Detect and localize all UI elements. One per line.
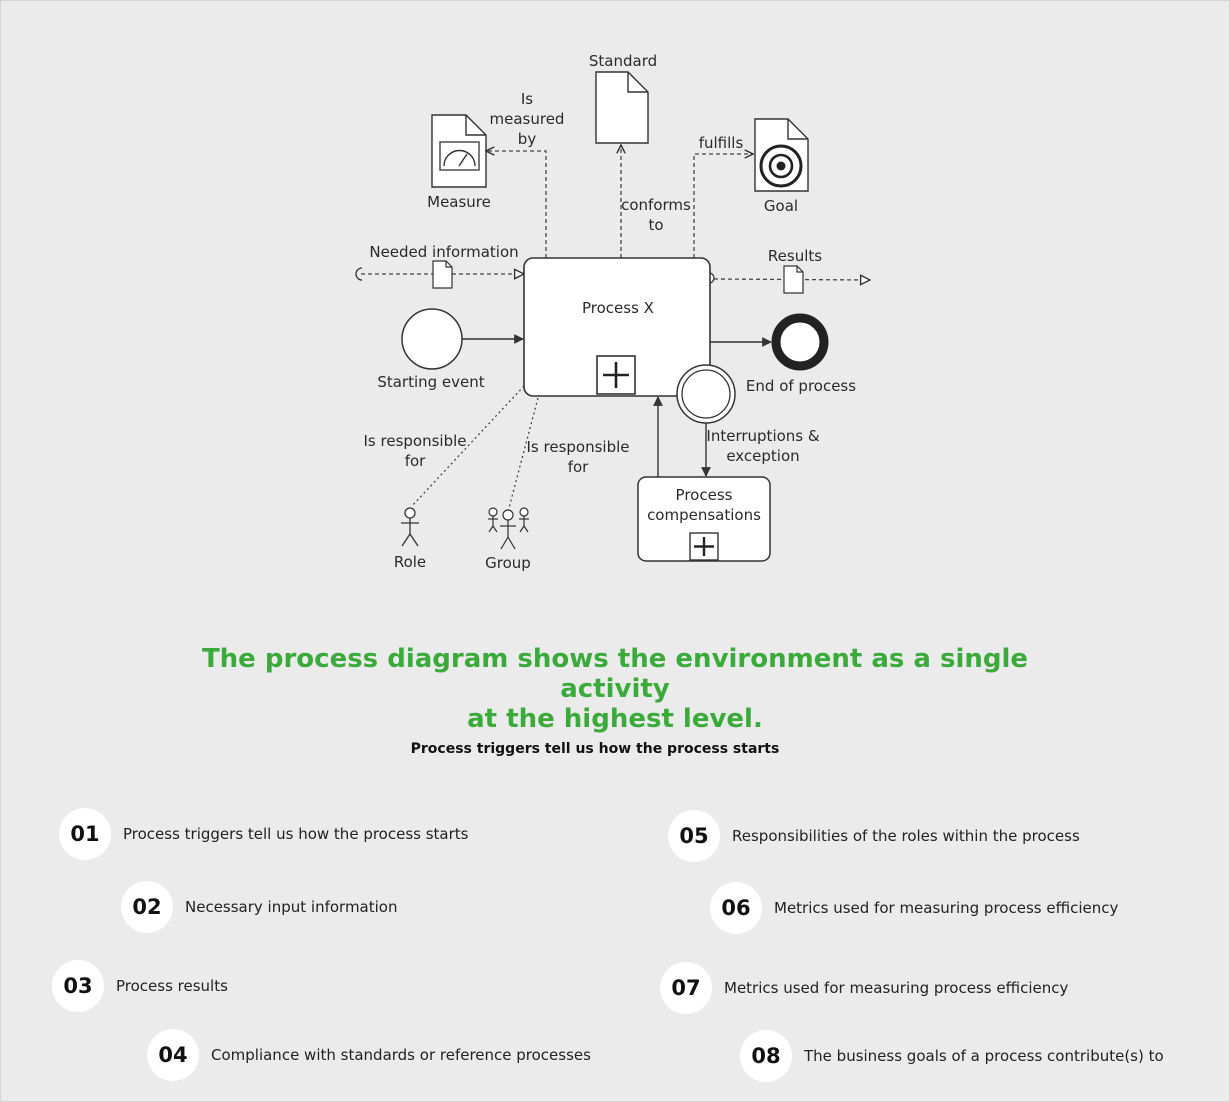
needed-information-document-icon <box>432 260 453 289</box>
number-badge: 01 <box>59 808 111 860</box>
list-item-05: 05 Responsibilities of the roles within … <box>668 810 1080 862</box>
list-item-08: 08 The business goals of a process contr… <box>740 1030 1164 1082</box>
process-x-label: Process X <box>582 299 654 317</box>
standard-label: Standard <box>589 52 657 70</box>
group-responsibility-line1: Is responsible <box>527 438 630 456</box>
is-measured-by-line2: measured <box>490 110 565 128</box>
number-badge: 08 <box>740 1030 792 1082</box>
interruptions-line2: exception <box>726 447 799 465</box>
measure-label: Measure <box>427 193 491 211</box>
list-item-text: Responsibilities of the roles within the… <box>732 827 1080 845</box>
needed-information-start <box>355 267 363 281</box>
list-item-02: 02 Necessary input information <box>121 881 397 933</box>
compensations-expand-icon <box>689 532 719 561</box>
interruptions-line1: Interruptions & <box>706 427 819 445</box>
group-responsibility-line2: for <box>568 458 589 476</box>
number-badge: 03 <box>52 960 104 1012</box>
number-badge: 05 <box>668 810 720 862</box>
list-item-text: Necessary input information <box>185 898 398 916</box>
role-label: Role <box>394 553 426 571</box>
group-people-icon <box>488 507 529 550</box>
headline-line1: The process diagram shows the environmen… <box>201 644 1029 704</box>
number-badge: 06 <box>710 882 762 934</box>
interruption-event-outer <box>676 364 736 424</box>
list-item-text: Compliance with standards or reference p… <box>211 1046 591 1064</box>
number-badge: 07 <box>660 962 712 1014</box>
goal-document-icon <box>754 118 809 192</box>
is-measured-by-line3: by <box>518 130 537 148</box>
is-measured-by-connector <box>486 151 547 258</box>
group-label: Group <box>485 554 531 572</box>
process-compensations-line1: Process <box>676 486 733 504</box>
standard-document-icon <box>595 71 649 144</box>
process-compensations-line2: compensations <box>647 506 761 524</box>
process-x-box <box>523 257 711 397</box>
list-item-text: Metrics used for measuring process effic… <box>724 979 1069 997</box>
goal-label: Goal <box>764 197 798 215</box>
interruption-event-inner <box>681 369 731 419</box>
measure-document-icon <box>431 114 487 188</box>
is-measured-by-line1: Is <box>521 90 533 108</box>
needed-information-label: Needed information <box>369 243 518 261</box>
list-item-07: 07 Metrics used for measuring process ef… <box>660 962 1068 1014</box>
process-x-expand-icon <box>596 355 636 395</box>
end-of-process-circle <box>771 313 829 371</box>
role-association <box>411 385 525 507</box>
list-item-04: 04 Compliance with standards or referenc… <box>147 1029 591 1081</box>
group-association <box>508 397 539 509</box>
end-of-process-label: End of process <box>746 377 856 395</box>
fulfills-label: fulfills <box>699 134 744 152</box>
headline-line2: at the highest level. <box>467 704 763 734</box>
role-responsibility-line1: Is responsible <box>364 432 467 450</box>
conforms-to-line2: to <box>648 216 663 234</box>
number-badge: 04 <box>147 1029 199 1081</box>
starting-event-circle <box>401 308 463 370</box>
number-badge: 02 <box>121 881 173 933</box>
starting-event-label: Starting event <box>377 373 484 391</box>
list-item-text: Process triggers tell us how the process… <box>123 825 469 843</box>
role-responsibility-line2: for <box>405 452 426 470</box>
list-item-text: The business goals of a process contribu… <box>804 1047 1164 1065</box>
role-person-icon <box>401 507 419 547</box>
conforms-to-line1: conforms <box>621 196 691 214</box>
subheading: Process triggers tell us how the process… <box>410 741 780 757</box>
list-item-text: Metrics used for measuring process effic… <box>774 899 1119 917</box>
headline: The process diagram shows the environmen… <box>150 644 1080 734</box>
list-item-01: 01 Process triggers tell us how the proc… <box>59 808 468 860</box>
list-item-06: 06 Metrics used for measuring process ef… <box>710 882 1118 934</box>
list-item-text: Process results <box>116 977 228 995</box>
results-label: Results <box>768 247 822 265</box>
process-compensations-box <box>637 476 771 562</box>
results-document-icon <box>783 265 804 294</box>
process-diagram: Standard Measure Goal Is measured by con… <box>355 52 1230 572</box>
list-item-03: 03 Process results <box>52 960 228 1012</box>
fulfills-connector <box>693 154 753 258</box>
